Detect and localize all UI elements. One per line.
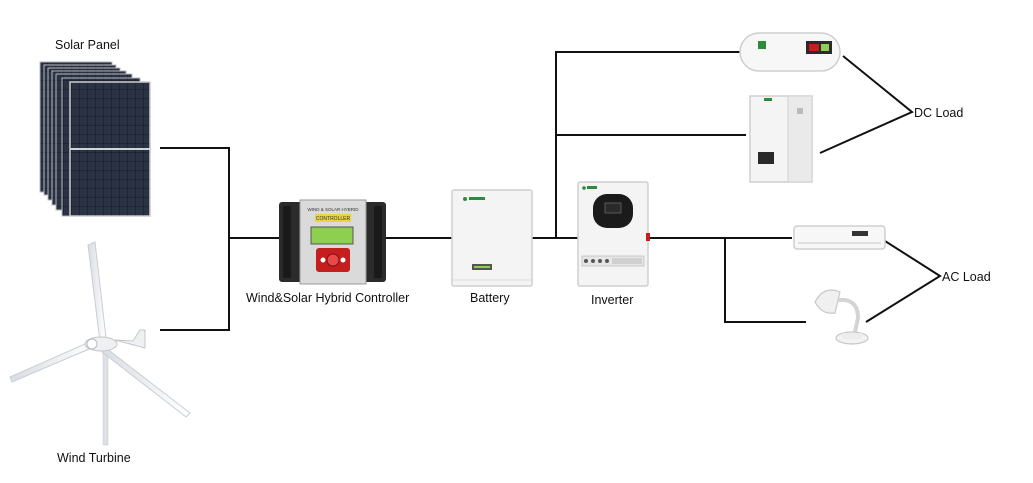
wall-boiler-icon xyxy=(749,95,813,183)
ac-load-label: AC Load xyxy=(942,270,991,284)
battery-icon xyxy=(451,189,533,287)
wiring xyxy=(160,51,942,331)
wind-turbine-icon xyxy=(9,241,191,446)
water-heater-icon xyxy=(739,32,841,72)
wire-dc-load-bracket xyxy=(819,55,914,154)
wire-dc-riser xyxy=(555,51,740,238)
wire-solar-to-bus xyxy=(160,147,230,238)
wire-wind-to-bus xyxy=(160,238,230,331)
dc-load-label: DC Load xyxy=(914,106,963,120)
solar-panel-icon xyxy=(39,61,151,217)
wire-to-lamp xyxy=(724,238,806,323)
solar-panel-label: Solar Panel xyxy=(55,38,120,52)
hybrid-controller-icon: WIND & SOLAR HYBRID CONTROLLER xyxy=(279,199,386,285)
wind-turbine-label: Wind Turbine xyxy=(57,451,131,465)
wire-ac-load-bracket xyxy=(865,240,942,323)
controller-label: Wind&Solar Hybrid Controller xyxy=(246,291,409,305)
battery-label: Battery xyxy=(470,291,510,305)
controller-sub-text: CONTROLLER xyxy=(316,216,351,222)
inverter-icon xyxy=(577,181,650,287)
desk-lamp-icon xyxy=(814,289,869,345)
air-conditioner-icon xyxy=(793,225,886,250)
inverter-label: Inverter xyxy=(591,293,633,307)
controller-title-text: WIND & SOLAR HYBRID xyxy=(307,207,359,212)
